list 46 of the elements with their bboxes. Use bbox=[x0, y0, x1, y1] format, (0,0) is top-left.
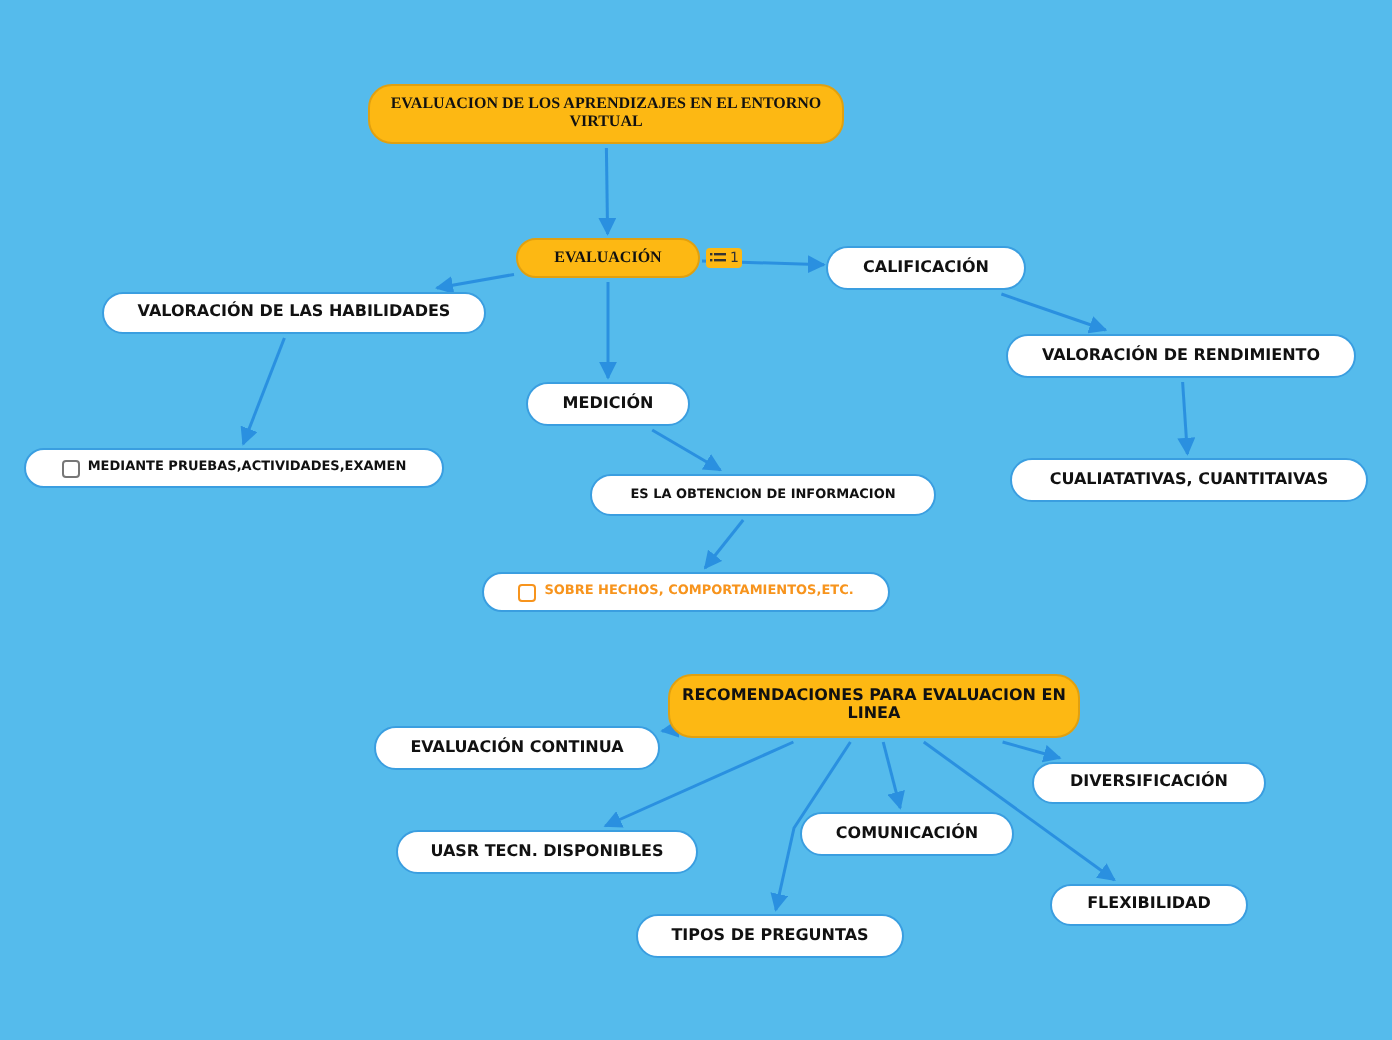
node-text: VALORACIÓN DE LAS HABILIDADES bbox=[137, 304, 451, 322]
subtopic-box bbox=[1010, 458, 1368, 502]
subtopic-box bbox=[1050, 884, 1248, 926]
arrow bbox=[603, 740, 794, 828]
node-text: EVALUACIÓN CONTINUA bbox=[410, 739, 624, 757]
node-text: DIVERSIFICACIÓN bbox=[1069, 774, 1229, 792]
subtopic-box bbox=[374, 726, 660, 770]
node-text: MEDICIÓN bbox=[562, 395, 654, 413]
arrow bbox=[435, 272, 515, 295]
arrow bbox=[922, 740, 1116, 882]
subtopic-box bbox=[102, 292, 486, 334]
arrow bbox=[881, 741, 905, 810]
subtopic-box bbox=[636, 914, 904, 958]
arrow bbox=[599, 282, 617, 380]
topic-box bbox=[516, 238, 700, 278]
node-text: COMUNICACIÓN bbox=[835, 825, 979, 843]
subtopic-box bbox=[1032, 762, 1266, 804]
subtopic-box bbox=[590, 474, 936, 516]
node-text: EVALUACIÓN bbox=[554, 249, 662, 267]
topic-box bbox=[368, 84, 844, 144]
arrow bbox=[1002, 740, 1062, 763]
subtopic-box bbox=[526, 382, 690, 426]
arrow bbox=[651, 428, 722, 472]
arrow bbox=[1177, 381, 1196, 456]
node-text: CALIFICACIÓN bbox=[863, 259, 989, 277]
arrow bbox=[701, 255, 826, 274]
subtopic-box bbox=[396, 830, 698, 874]
node-text: UASR TECN. DISPONIBLES bbox=[430, 843, 664, 861]
arrow bbox=[770, 741, 852, 912]
node-text: EVALUACION DE LOS APRENDIZAJES EN EL ENTORNO VIRTUAL bbox=[388, 96, 824, 132]
arrow bbox=[598, 147, 617, 236]
subtopic-box bbox=[800, 812, 1014, 856]
subtopic-box bbox=[826, 246, 1026, 290]
node-text: VALORACIÓN DE RENDIMIENTO bbox=[1041, 347, 1321, 365]
subtopic-box bbox=[1006, 334, 1356, 378]
topic-box bbox=[668, 674, 1080, 738]
arrow bbox=[660, 719, 680, 738]
arrow bbox=[703, 519, 745, 570]
subtopic-box bbox=[24, 448, 444, 488]
arrow bbox=[240, 337, 286, 446]
node-text: TIPOS DE PREGUNTAS bbox=[671, 927, 869, 945]
arrow bbox=[1000, 292, 1108, 334]
node-text: CUALIATATIVAS, CUANTITAIVAS bbox=[1049, 471, 1329, 489]
node-text: RECOMENDACIONES PARA EVALUACION EN LINEA bbox=[682, 688, 1066, 724]
node-text: FLEXIBILIDAD bbox=[1087, 896, 1211, 914]
subtopic-box bbox=[482, 572, 890, 612]
